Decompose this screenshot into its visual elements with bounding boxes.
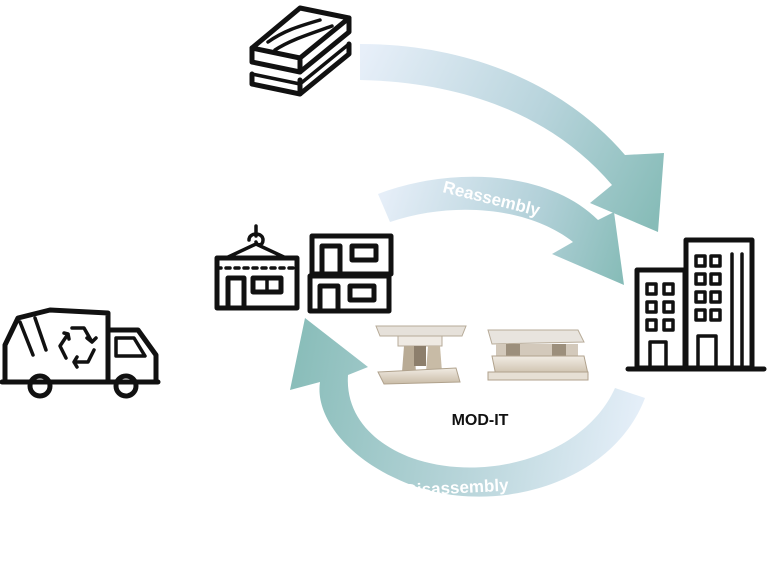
reassembly-arrow xyxy=(378,176,624,285)
modular-house-icon xyxy=(214,224,394,314)
disassembly-label: Disassembly xyxy=(404,476,509,500)
connector-photo-2 xyxy=(487,329,589,381)
disassembly-arrow xyxy=(290,318,645,497)
connector-photo-1 xyxy=(375,325,467,385)
mod-it-label: MOD-IT xyxy=(451,412,509,429)
supply-arrow xyxy=(360,44,664,232)
recycling-truck-icon xyxy=(0,307,161,399)
city-buildings-icon xyxy=(625,237,767,372)
timber-planks-icon xyxy=(249,5,352,97)
